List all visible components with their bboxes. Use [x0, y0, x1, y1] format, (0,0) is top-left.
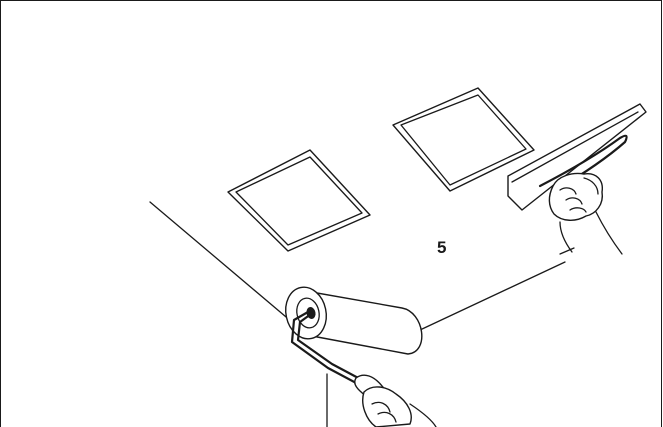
paint-roller-icon: [285, 286, 437, 427]
step-number: 5: [437, 238, 447, 257]
notched-trowel-icon: [507, 103, 647, 255]
tile-left-icon: [227, 149, 371, 252]
surface-edges: [149, 201, 566, 427]
tile-right-icon: [392, 87, 535, 192]
